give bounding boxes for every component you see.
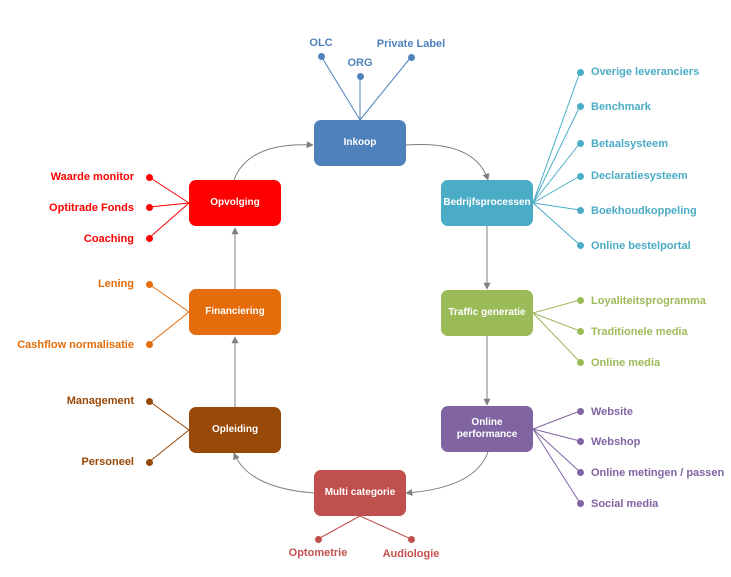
branch-label-inkoop: Private Label xyxy=(376,38,446,50)
branch-line-bedrijfsprocessen xyxy=(532,142,581,204)
branch-label-bedrijfsprocessen: Boekhoudkoppeling xyxy=(591,205,697,217)
branch-label-traffic: Traditionele media xyxy=(591,326,688,338)
branch-line-opleiding xyxy=(148,400,190,431)
branch-label-inkoop: OLC xyxy=(309,37,333,49)
branch-line-financiering xyxy=(148,283,190,313)
branch-line-bedrijfsprocessen xyxy=(532,175,581,204)
branch-label-online-performance: Webshop xyxy=(591,436,641,448)
branch-label-opleiding: Personeel xyxy=(81,456,134,468)
branch-dot xyxy=(407,535,415,543)
branch-dot xyxy=(145,203,153,211)
branch-dot xyxy=(576,358,584,366)
branch-label-online-performance: Website xyxy=(591,406,633,418)
branch-dot xyxy=(145,234,153,242)
branch-label-opvolging: Coaching xyxy=(83,233,134,245)
branch-dot xyxy=(145,280,153,288)
node-opleiding: Opleiding xyxy=(189,407,281,453)
branch-line-financiering xyxy=(148,311,190,345)
branch-dot xyxy=(576,327,584,335)
branch-line-multi-categorie xyxy=(317,515,361,540)
node-traffic: Traffic generatie xyxy=(441,290,533,336)
branch-label-bedrijfsprocessen: Overige leveranciers xyxy=(591,66,700,78)
branch-dot xyxy=(317,52,325,60)
branch-dot xyxy=(407,53,415,61)
node-multi-categorie: Multi categorie xyxy=(314,470,406,516)
branch-label-multi-categorie: Optometrie xyxy=(288,547,348,559)
branch-label-bedrijfsprocessen: Benchmark xyxy=(591,101,651,113)
node-inkoop: Inkoop xyxy=(314,120,406,166)
branch-line-traffic xyxy=(532,312,581,332)
branch-label-opvolging: Optitrade Fonds xyxy=(49,202,134,214)
branch-line-inkoop xyxy=(320,55,361,121)
branch-line-opvolging xyxy=(148,202,190,239)
connector-opvolging-to-inkoop xyxy=(233,141,314,181)
branch-line-inkoop xyxy=(359,56,412,121)
branch-dot xyxy=(145,397,153,405)
node-bedrijfsprocessen: Bedrijfsprocessen xyxy=(441,180,533,226)
branch-label-traffic: Online media xyxy=(591,357,661,369)
node-opvolging: Opvolging xyxy=(189,180,281,226)
branch-label-traffic: Loyaliteitsprogramma xyxy=(591,295,706,307)
branch-dot xyxy=(145,340,153,348)
branch-dot xyxy=(576,499,584,507)
branch-label-online-performance: Social media xyxy=(591,498,659,510)
branch-line-bedrijfsprocessen xyxy=(532,202,581,246)
branch-dot xyxy=(576,296,584,304)
branch-line-traffic xyxy=(532,312,581,363)
branch-line-online-performance xyxy=(532,428,581,473)
branch-dot xyxy=(145,458,153,466)
branch-dot xyxy=(576,102,584,110)
branch-label-bedrijfsprocessen: Online bestelportal xyxy=(591,240,691,252)
connector-online-performance-to-multi-categorie xyxy=(405,451,489,497)
branch-dot xyxy=(576,172,584,180)
branch-dot xyxy=(145,173,153,181)
branch-line-online-performance xyxy=(532,410,581,430)
branch-line-bedrijfsprocessen xyxy=(532,202,581,211)
branch-dot xyxy=(576,468,584,476)
branch-label-inkoop: ORG xyxy=(347,57,373,69)
branch-label-bedrijfsprocessen: Declaratiesysteem xyxy=(591,170,688,182)
branch-line-online-performance xyxy=(532,428,581,442)
branch-label-financiering: Cashflow normalisatie xyxy=(17,339,134,351)
branch-dot xyxy=(356,72,364,80)
branch-dot xyxy=(576,139,584,147)
branch-label-online-performance: Online metingen / passen xyxy=(591,467,725,479)
branch-dot xyxy=(576,206,584,214)
branch-label-opvolging: Waarde monitor xyxy=(50,171,134,183)
branch-line-opvolging xyxy=(148,202,190,208)
connector-multi-categorie-to-opleiding xyxy=(233,452,315,494)
branch-label-financiering: Lening xyxy=(97,278,134,290)
branch-line-bedrijfsprocessen xyxy=(532,105,581,204)
branch-line-opleiding xyxy=(148,429,190,463)
branch-line-multi-categorie xyxy=(359,515,412,540)
branch-dot xyxy=(576,437,584,445)
branch-line-traffic xyxy=(532,299,581,314)
branch-label-multi-categorie: Audiologie xyxy=(382,548,440,560)
branch-dot xyxy=(314,535,322,543)
branch-line-opvolging xyxy=(148,176,190,204)
branch-label-opleiding: Management xyxy=(66,395,134,407)
connector-inkoop-to-bedrijfsprocessen xyxy=(405,143,490,181)
branch-dot xyxy=(576,407,584,415)
branch-dot xyxy=(576,241,584,249)
node-online-performance: Online performance xyxy=(441,406,533,452)
branch-line-online-performance xyxy=(532,428,581,504)
branch-label-bedrijfsprocessen: Betaalsysteem xyxy=(591,138,669,150)
branch-dot xyxy=(576,68,584,76)
node-financiering: Financiering xyxy=(189,289,281,335)
branch-line-bedrijfsprocessen xyxy=(532,71,581,204)
